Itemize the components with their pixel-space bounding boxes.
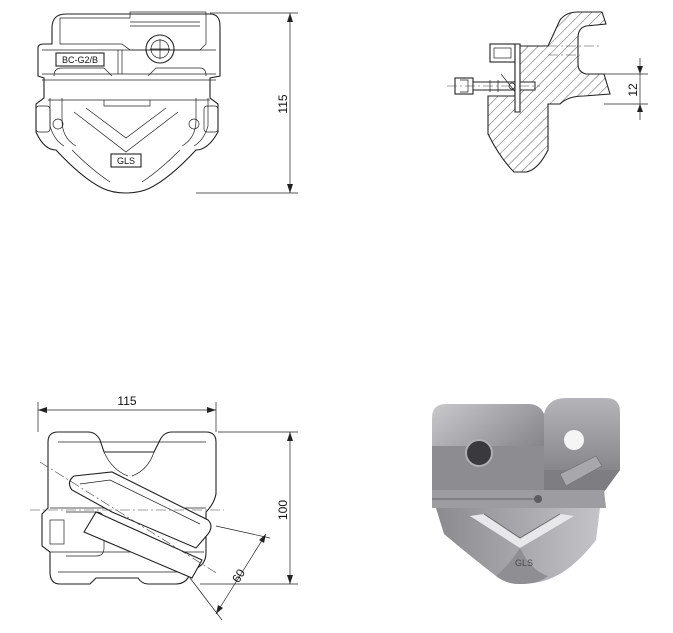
height-dimension: 115 xyxy=(276,94,290,113)
diagonal-dimension: 60 xyxy=(229,566,248,585)
depth-dimension: 100 xyxy=(276,500,290,520)
width-dimension: 115 xyxy=(117,394,136,408)
top-view: 115 100 60 xyxy=(30,394,298,621)
product-photo: GLS xyxy=(432,398,620,584)
front-view: BC-G2/B GLS 115 xyxy=(35,11,298,194)
section-view: 12 xyxy=(447,11,648,173)
plate-label: BC-G2/B xyxy=(62,55,98,65)
base-label: GLS xyxy=(117,156,135,166)
photo-base-label: GLS xyxy=(515,558,533,568)
gap-dimension: 12 xyxy=(626,83,640,97)
